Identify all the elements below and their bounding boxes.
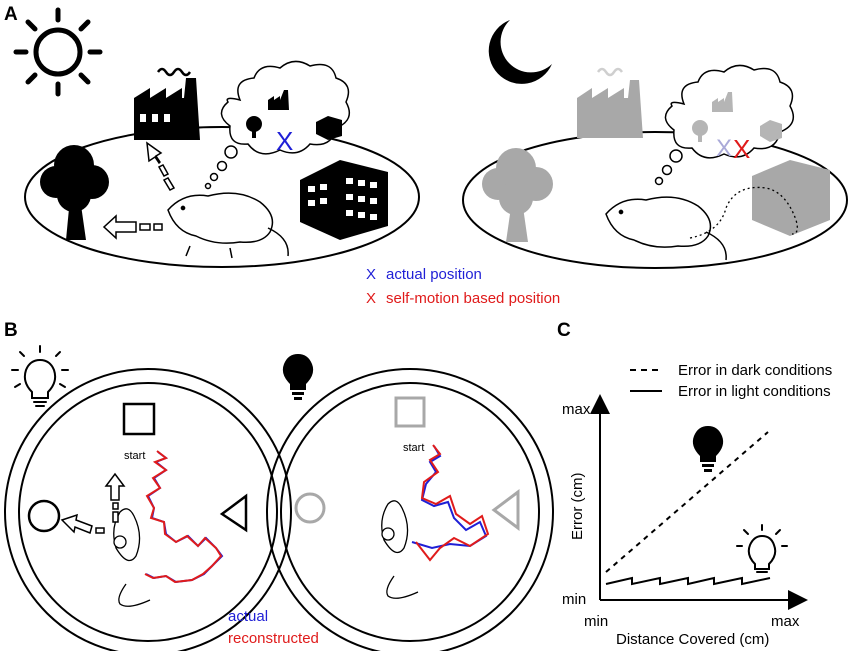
mini-tree-dim-icon	[692, 120, 708, 142]
moon-icon	[488, 20, 552, 84]
start-label-light: start	[124, 450, 145, 462]
light-error-line	[605, 576, 771, 586]
factory-icon	[134, 67, 200, 140]
reconstructed-trajectory-dark	[415, 444, 490, 562]
legend-dark-label: Error in dark conditions	[678, 362, 832, 379]
mini-building-icon	[316, 116, 342, 140]
tree-dim-icon	[482, 148, 553, 242]
lightbulb-on-plot-icon	[736, 524, 788, 573]
tree-icon	[40, 145, 109, 240]
mini-factory-dim-icon	[712, 92, 733, 112]
x-min-label: min	[584, 613, 608, 630]
gaze-arrow-up	[104, 472, 126, 523]
panel-letter-b: B	[4, 320, 18, 341]
reconstructed-trajectory-light	[144, 450, 223, 584]
square-cue-dim-icon	[394, 396, 426, 428]
arena-ellipse-light	[24, 126, 420, 268]
arena-ellipse-dark	[462, 131, 848, 269]
y-min-label: min	[562, 591, 586, 608]
triangle-cue-dim-icon	[491, 489, 520, 531]
start-label-dark: start	[403, 442, 424, 454]
legend-self-motion-text: self-motion based position	[386, 290, 560, 307]
actual-position-marker: X	[276, 126, 293, 156]
y-axis-title: Error (cm)	[569, 473, 586, 541]
sun-icon	[13, 7, 103, 97]
dotted-path-icon	[689, 186, 798, 239]
self-motion-position-marker: X	[733, 134, 750, 164]
factory-dim-icon	[577, 67, 643, 138]
legend-actual-text: actual position	[386, 266, 482, 283]
legend-reconstructed-label: reconstructed	[228, 630, 319, 647]
arena-dark	[266, 368, 554, 651]
x-max-label: max	[771, 613, 800, 630]
mouse-dark-icon	[381, 500, 419, 599]
arena-light	[4, 368, 292, 651]
legend-actual-label: actual	[228, 608, 268, 625]
actual-trajectory-dark	[411, 445, 488, 550]
dark-error-line	[605, 431, 769, 573]
panel-letter-c: C	[557, 320, 571, 341]
building-dim-icon	[752, 160, 830, 236]
x-axis-title: Distance Covered (cm)	[616, 631, 769, 648]
triangle-cue-icon	[219, 493, 248, 533]
panel-letter-a: A	[4, 4, 18, 25]
lightbulb-off-plot-icon	[692, 426, 724, 472]
circle-cue-dim-icon	[294, 492, 326, 524]
gaze-arrow-to-factory	[146, 141, 176, 191]
mini-tree-icon	[246, 116, 262, 138]
mini-building-dim-icon	[760, 120, 782, 142]
rat-icon	[167, 192, 289, 259]
lightbulb-off-icon	[282, 354, 314, 400]
square-cue-icon	[122, 402, 156, 436]
legend-self-motion-marker: X	[366, 290, 376, 307]
circle-cue-icon	[27, 499, 61, 533]
gaze-arrow-to-tree	[102, 214, 163, 240]
building-icon	[300, 160, 388, 240]
rat-dark-icon	[605, 196, 727, 261]
y-max-label: max	[562, 401, 591, 418]
lightbulb-on-icon	[11, 345, 69, 407]
legend-light-label: Error in light conditions	[678, 383, 831, 400]
mouse-icon	[113, 508, 151, 607]
mini-factory-icon	[268, 90, 289, 110]
gaze-arrow-left	[60, 513, 105, 535]
actual-trajectory-light	[145, 451, 224, 584]
actual-position-faded-marker: X	[716, 135, 732, 162]
legend-actual-marker: X	[366, 266, 376, 283]
